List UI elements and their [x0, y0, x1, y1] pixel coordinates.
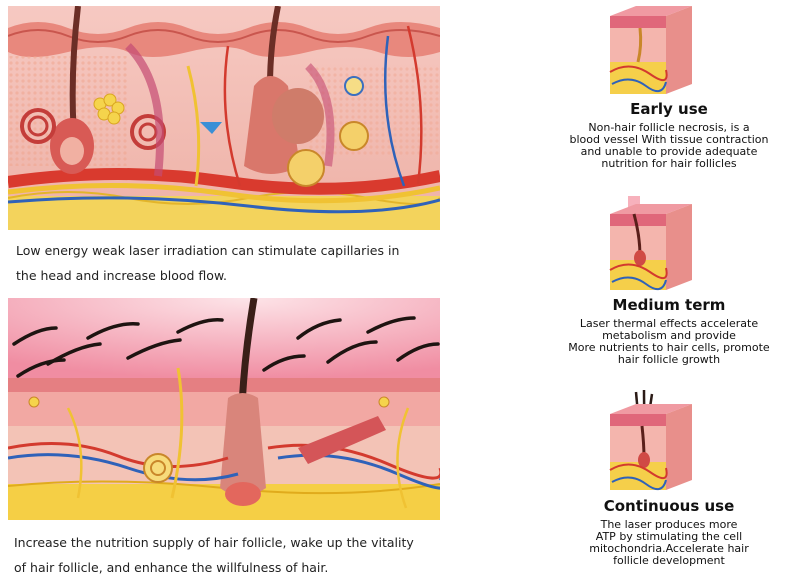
- skin-anatomy-image: [8, 6, 440, 230]
- scalp-cross-section-illustration-bottom: [8, 298, 440, 520]
- stage-early-use-description: Non-hair follicle necrosis, is a blood v…: [569, 121, 769, 170]
- caption-bottom: Increase the nutrition supply of hair fo…: [14, 530, 454, 580]
- stage-continuous-use: Continuous use The laser produces more A…: [548, 497, 790, 567]
- stage-early-use-title: Early use: [630, 100, 708, 118]
- caption-bottom-line-1: Increase the nutrition supply of hair fo…: [14, 535, 414, 550]
- stage-medium-term-description: Laser thermal effects accelerate metabol…: [568, 317, 770, 366]
- skin-cube-medium-icon: [609, 196, 692, 291]
- stage-medium-term-title: Medium term: [612, 296, 726, 314]
- skin-cube-early-icon: [609, 6, 692, 94]
- skin-cross-section-illustration-top: [8, 6, 440, 230]
- stage-medium-term: Medium term Laser thermal effects accele…: [548, 296, 790, 366]
- skin-cube-continuous-icon: [609, 389, 692, 491]
- caption-top: Low energy weak laser irradiation can st…: [16, 238, 446, 288]
- stage-early-use: Early use Non-hair follicle necrosis, is…: [548, 100, 790, 170]
- caption-bottom-line-2: of hair follicle, and enhance the willfu…: [14, 560, 329, 575]
- scalp-anatomy-image: [8, 298, 440, 520]
- caption-top-line-1: Low energy weak laser irradiation can st…: [16, 243, 400, 258]
- caption-top-line-2: the head and increase blood flow.: [16, 268, 227, 283]
- stage-continuous-use-description: The laser produces more ATP by stimulati…: [589, 518, 749, 567]
- stage-continuous-use-title: Continuous use: [603, 497, 735, 515]
